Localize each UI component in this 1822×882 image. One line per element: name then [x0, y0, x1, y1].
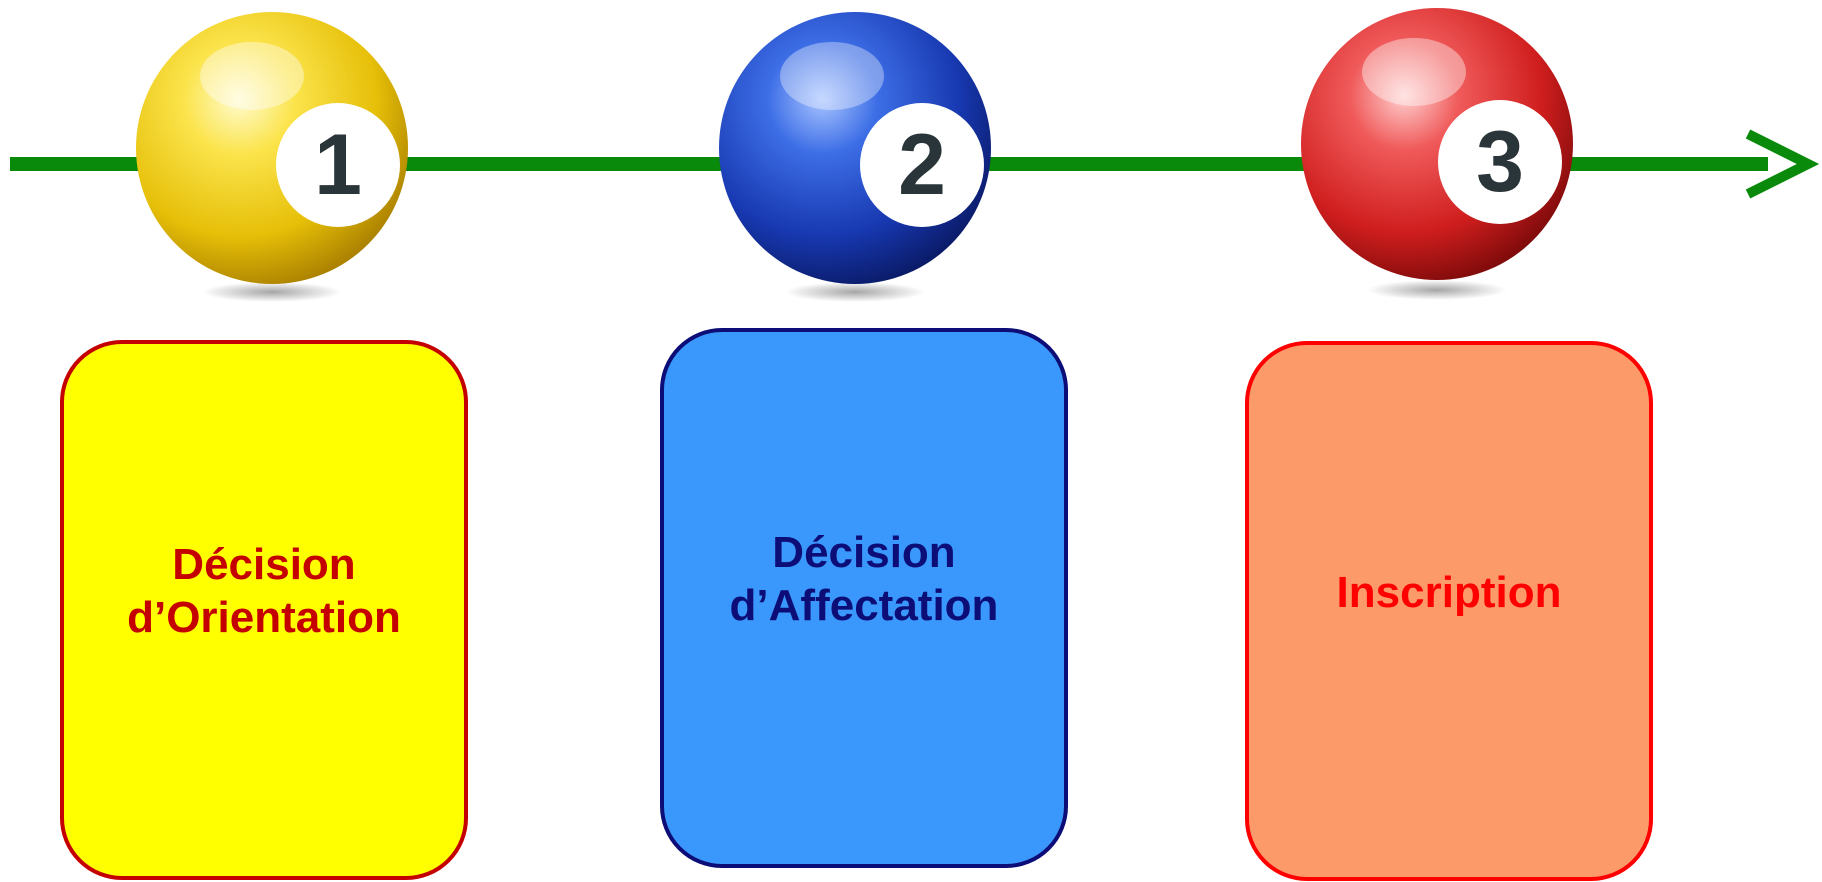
step-card-inscription: Inscription	[1245, 341, 1653, 881]
step-1-line-2: d’Orientation	[127, 593, 401, 642]
step-3-line-1: Inscription	[1336, 567, 1562, 617]
step-card-orientation-label: Décision d’Orientation	[107, 539, 421, 645]
step-2-line-1: Décision	[772, 528, 956, 578]
step-card-orientation: Décision d’Orientation	[60, 340, 468, 880]
step-2-line-2: d’Affectation	[729, 581, 999, 630]
arrow-head-icon	[1745, 129, 1820, 199]
step-card-affectation-label: Décision d’Affectation	[710, 527, 1019, 633]
ball-number-1: 1	[314, 117, 362, 213]
step-card-inscription-label: Inscription	[1317, 567, 1582, 620]
billiard-ball-yellow-icon: 1	[136, 12, 408, 302]
billiard-ball-red-icon: 3	[1301, 8, 1573, 300]
billiard-ball-blue-icon: 2	[719, 12, 991, 302]
ball-number-3: 3	[1476, 114, 1524, 210]
step-1-line-1: Décision	[172, 540, 356, 590]
step-card-affectation: Décision d’Affectation	[660, 328, 1068, 868]
ball-number-2: 2	[898, 117, 946, 213]
